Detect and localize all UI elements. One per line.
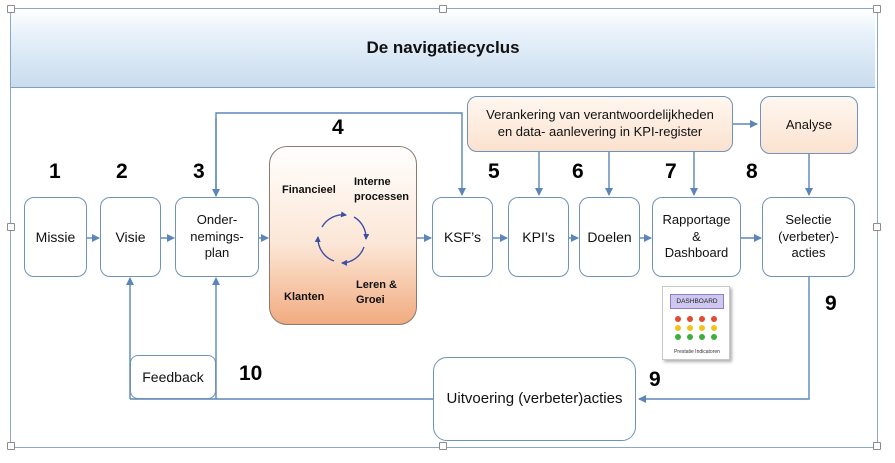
title-band — [11, 9, 875, 88]
box-uitvoering-label: Uitvoering (verbeter)acties — [446, 390, 623, 408]
cycle-arrows-icon — [314, 211, 370, 266]
label-klanten: Klanten — [284, 291, 325, 303]
box-selectie-acties: Selectie (verbeter)- acties — [762, 197, 855, 277]
selection-handle[interactable] — [7, 442, 15, 450]
label-leren-line: Leren & — [356, 279, 397, 291]
box-selectie-line: (verbeter)- — [778, 228, 839, 244]
selection-handle[interactable] — [7, 223, 15, 231]
box-ondernemingsplan: Onder- nemings- plan — [175, 197, 259, 277]
label-interne-line: Interne — [354, 176, 391, 188]
traffic-light-dot-icon — [675, 316, 681, 322]
box-ksf-label: KSF’s — [443, 228, 482, 245]
box-visie: Visie — [100, 197, 161, 277]
box-doelen-label: Doelen — [587, 228, 632, 245]
box-analyse-label: Analyse — [785, 116, 833, 132]
dashboard-caption: Prestatie Indicatoren — [674, 349, 720, 355]
traffic-light-dot-icon — [675, 334, 681, 340]
box-plan-line: plan — [204, 245, 230, 261]
box-rapportage-line: Rapportage — [662, 211, 731, 227]
box-missie: Missie — [24, 197, 87, 277]
box-feedback-label: Feedback — [142, 368, 204, 385]
traffic-light-dot-icon — [687, 325, 693, 331]
box-uitvoering: Uitvoering (verbeter)acties — [433, 357, 636, 441]
selection-handle[interactable] — [439, 442, 447, 450]
box-verankering-line: Verankering van verantwoordelijkheden — [486, 107, 714, 123]
box-missie-label: Missie — [35, 228, 76, 245]
traffic-light-dot-icon — [687, 316, 693, 322]
traffic-light-dot-icon — [711, 334, 717, 340]
box-doelen: Doelen — [579, 197, 640, 277]
box-selectie-line: acties — [791, 245, 826, 261]
box-ksf: KSF’s — [432, 197, 493, 277]
step-number-4: 4 — [332, 116, 344, 139]
label-leren-groei: Leren & Groei — [356, 278, 397, 308]
step-number-2: 2 — [116, 160, 128, 183]
label-interne-processen: Interne processen — [354, 175, 409, 205]
dashboard-image: DASHBOARD Prestatie Indicatoren — [662, 286, 730, 360]
box-analyse: Analyse — [760, 96, 858, 154]
traffic-light-dot-icon — [675, 325, 681, 331]
box-feedback: Feedback — [130, 355, 216, 399]
traffic-light-dot-icon — [699, 325, 705, 331]
step-number-9-selectie: 9 — [825, 292, 837, 315]
step-number-9-uitvoering: 9 — [649, 368, 661, 391]
selection-handle[interactable] — [873, 5, 881, 13]
step-number-6: 6 — [572, 160, 584, 183]
diagram-title: De navigatiecyclus — [366, 38, 520, 57]
traffic-light-dot-icon — [699, 316, 705, 322]
label-leren-line: Groei — [356, 293, 385, 306]
box-verankering-line: en data- aanlevering in KPI-register — [497, 124, 703, 139]
traffic-light-dot-icon — [699, 334, 705, 340]
label-financieel: Financieel — [282, 184, 336, 196]
traffic-light-dot-icon — [711, 316, 717, 322]
arrow-selectie-uitvoering — [638, 276, 810, 403]
selection-handle[interactable] — [873, 223, 881, 231]
step-number-3: 3 — [193, 160, 205, 183]
step-number-8: 8 — [746, 160, 758, 183]
box-selectie-line: Selectie — [785, 211, 832, 227]
box-rapportage-dashboard: Rapportage & Dashboard — [652, 197, 741, 277]
step-number-7: 7 — [665, 160, 677, 183]
step-number-5: 5 — [488, 160, 500, 183]
box-visie-label: Visie — [115, 228, 146, 245]
box-kpi-label: KPI’s — [522, 228, 555, 245]
box-kpi: KPI’s — [508, 197, 569, 277]
selection-handle[interactable] — [439, 5, 447, 13]
label-interne-line: processen — [354, 190, 410, 203]
box-rapportage-line: & — [692, 228, 701, 244]
traffic-light-dot-icon — [687, 334, 693, 340]
step-number-10: 10 — [239, 362, 263, 385]
balanced-scorecard-box: Financieel Interne processen Klanten Ler… — [269, 146, 417, 325]
dashboard-title: DASHBOARD — [670, 294, 724, 309]
box-plan-line: nemings- — [190, 228, 244, 244]
box-plan-line: Onder- — [196, 211, 238, 227]
traffic-light-dot-icon — [711, 325, 717, 331]
selection-handle[interactable] — [7, 5, 15, 13]
selection-handle[interactable] — [873, 442, 881, 450]
box-verankering: Verankering van verantwoordelijkheden en… — [467, 96, 733, 152]
box-rapportage-line: Dashboard — [664, 245, 729, 261]
step-number-1: 1 — [49, 160, 61, 183]
